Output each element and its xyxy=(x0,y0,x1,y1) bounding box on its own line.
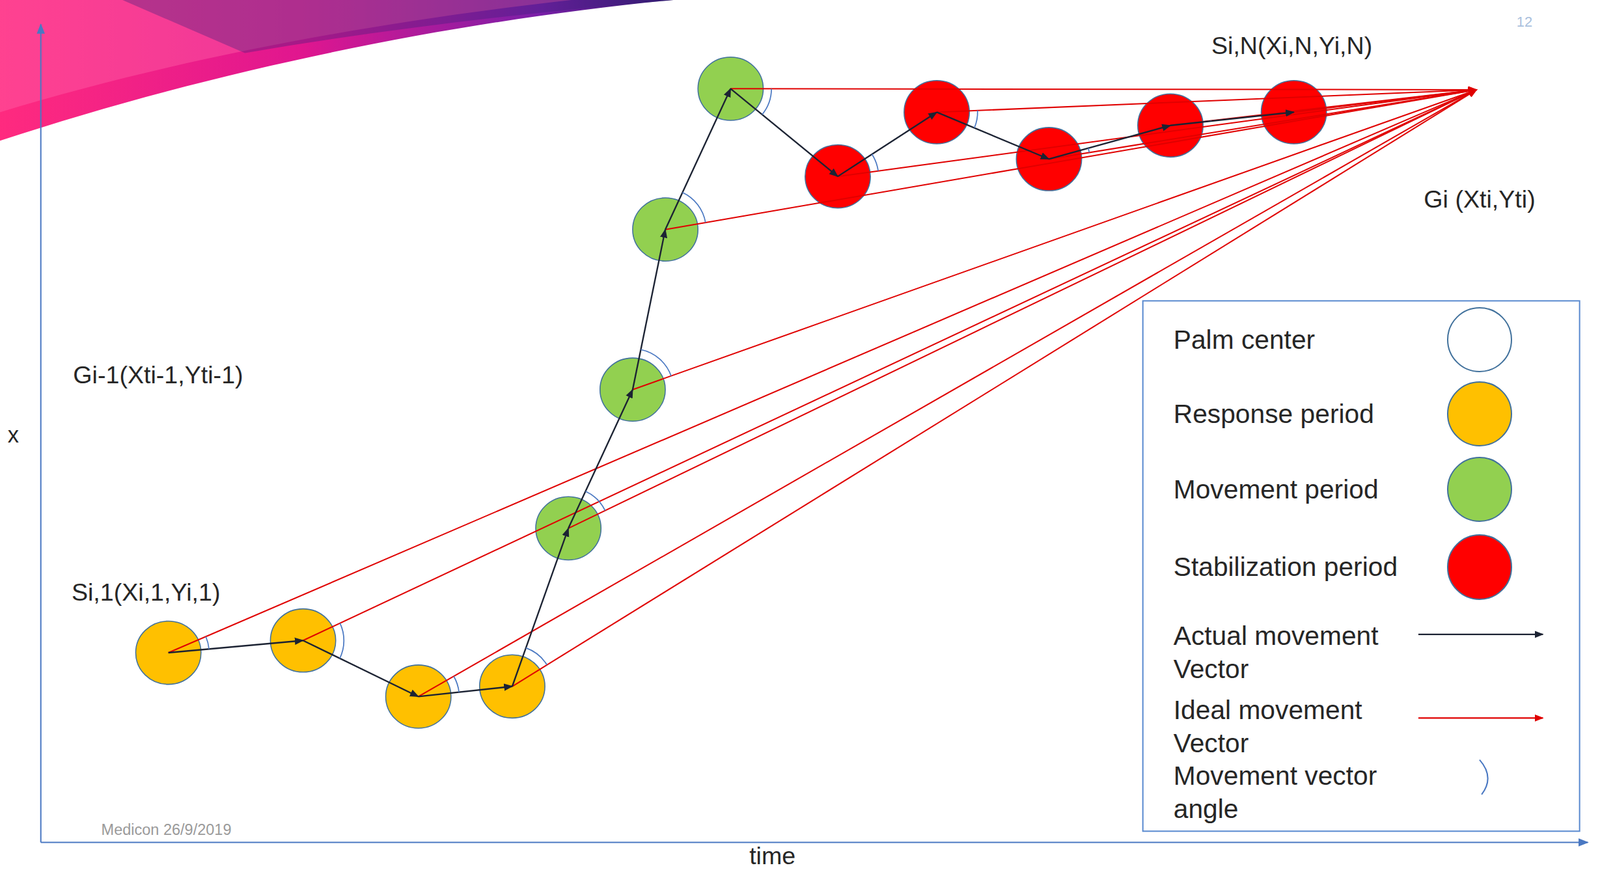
actual-vector xyxy=(168,640,304,653)
legend-black-arrow xyxy=(1418,634,1543,636)
ideal-vector xyxy=(418,89,1477,698)
point-label: Si,1(Xi,1,Yi,1) xyxy=(69,579,223,607)
vector-angle xyxy=(453,676,459,692)
ideal-vector xyxy=(168,89,1477,653)
previous-target-box: Gi-1(Xti-1,Yti-1) xyxy=(48,402,225,572)
legend-text: Response period xyxy=(1173,397,1375,431)
legend-text: Movement vector angle xyxy=(1173,759,1407,827)
target-box: Gi (Xti,Yti) xyxy=(1400,14,1561,166)
legend-swatch xyxy=(1447,381,1513,447)
ideal-vector xyxy=(665,89,1477,230)
actual-vector xyxy=(1048,125,1171,160)
vector-angle xyxy=(1088,148,1090,153)
vector-angle xyxy=(762,89,772,115)
legend-text: Palm center xyxy=(1173,322,1315,357)
axes xyxy=(41,24,1588,843)
ideal-vector xyxy=(936,89,1477,112)
palm-points xyxy=(135,57,1326,729)
header-swoosh xyxy=(0,0,674,141)
vector-angle xyxy=(974,110,978,129)
footer-note: Medicon 26/9/2019 xyxy=(99,822,234,839)
actual-vector xyxy=(303,640,419,697)
vector-angle xyxy=(525,648,547,666)
legend-red-arrow xyxy=(1418,717,1543,719)
vector-angle xyxy=(872,154,879,172)
actual-vector xyxy=(730,88,838,177)
page-number: 12 xyxy=(1516,14,1533,30)
box-outline xyxy=(48,402,225,572)
box-label: Gi (Xti,Yti) xyxy=(1421,186,1537,213)
point-label: Si,N(Xi,N,Yi,N) xyxy=(1209,32,1375,60)
movement-vectors xyxy=(168,88,1477,697)
ideal-vector xyxy=(512,89,1477,687)
legend-angle-arc xyxy=(1479,760,1489,795)
ideal-vector xyxy=(1294,89,1477,112)
axis-label: time xyxy=(747,844,798,870)
vector-angle xyxy=(640,349,672,376)
legend-swatch xyxy=(1447,307,1513,373)
legend-swatch xyxy=(1447,534,1513,600)
legend-text: Actual movement Vector xyxy=(1173,619,1419,687)
ideal-vector xyxy=(730,88,1477,90)
vector-angle xyxy=(339,623,344,659)
actual-vector xyxy=(568,389,633,529)
ideal-vector xyxy=(632,89,1477,390)
legend-text: Stabilization period xyxy=(1173,550,1398,584)
legend-swatch xyxy=(1447,456,1513,523)
box-outline xyxy=(1400,14,1561,166)
vector-angle xyxy=(205,636,209,649)
actual-vector xyxy=(632,229,666,390)
legend-text: Movement period xyxy=(1173,473,1379,507)
actual-vector xyxy=(418,686,513,698)
vector-angle xyxy=(585,491,605,511)
ideal-vector xyxy=(1048,89,1477,160)
actual-vector xyxy=(665,88,731,230)
vector-angle xyxy=(682,192,705,223)
legend-text: Ideal movement Vector xyxy=(1173,694,1419,761)
legend-frame xyxy=(1143,300,1580,832)
actual-vector xyxy=(837,111,937,177)
axis-label: x xyxy=(5,423,21,448)
actual-vector xyxy=(936,111,1049,159)
actual-vector xyxy=(512,528,569,687)
ideal-vector xyxy=(303,89,1477,641)
box-label: Gi-1(Xti-1,Yti-1) xyxy=(70,361,245,389)
actual-vector xyxy=(1170,111,1295,125)
ideal-vector xyxy=(568,89,1477,529)
vector-angle xyxy=(1210,120,1212,122)
ideal-vector xyxy=(1170,89,1477,126)
ideal-vector xyxy=(837,89,1477,177)
